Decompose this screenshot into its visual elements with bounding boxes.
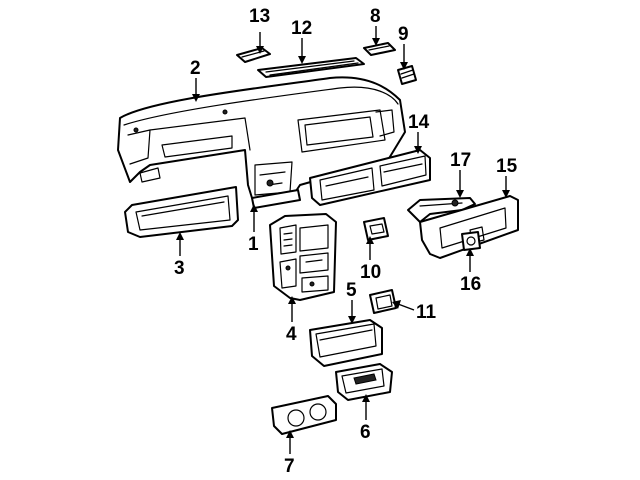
callout-16: 16 [460,274,481,295]
callout-4: 4 [286,324,297,345]
part-6-ashtray[interactable] [335,363,393,401]
part-2-instrument-panel[interactable] [117,76,406,201]
callout-1: 1 [248,234,259,255]
part-3-lower-cover-left[interactable] [124,186,239,238]
part-8-defroster-grille-right[interactable] [363,42,396,56]
part-13-defroster-grille-left[interactable] [236,47,271,63]
callout-17: 17 [450,150,471,171]
callout-5: 5 [346,280,357,301]
callout-7: 7 [284,456,295,477]
callout-12: 12 [291,18,312,39]
callout-15: 15 [496,156,518,177]
callout-leaders [176,26,510,454]
part-11-switch[interactable] [369,289,397,314]
part-9-side-vent[interactable] [397,65,417,85]
callout-8: 8 [370,6,381,27]
callout-13: 13 [249,6,270,27]
callout-2: 2 [190,58,201,79]
part-16-glove-box-latch[interactable] [461,231,481,251]
part-12-defroster-grille-center[interactable] [257,57,365,78]
callout-14: 14 [408,112,430,133]
part-10-switch[interactable] [363,217,389,241]
callout-9: 9 [398,24,409,45]
callout-11: 11 [416,302,437,323]
part-1-center-bezel[interactable] [251,189,301,209]
part-4-center-stack-bezel[interactable] [269,213,337,301]
callout-labels: 13 12 8 9 2 14 17 15 1 3 10 16 4 5 11 6 … [174,6,518,477]
callout-6: 6 [360,422,371,443]
part-7-gauge-cluster-trim[interactable] [271,395,337,435]
part-5-storage-pocket[interactable] [309,319,383,367]
callout-10: 10 [360,262,381,283]
callout-3: 3 [174,258,185,279]
